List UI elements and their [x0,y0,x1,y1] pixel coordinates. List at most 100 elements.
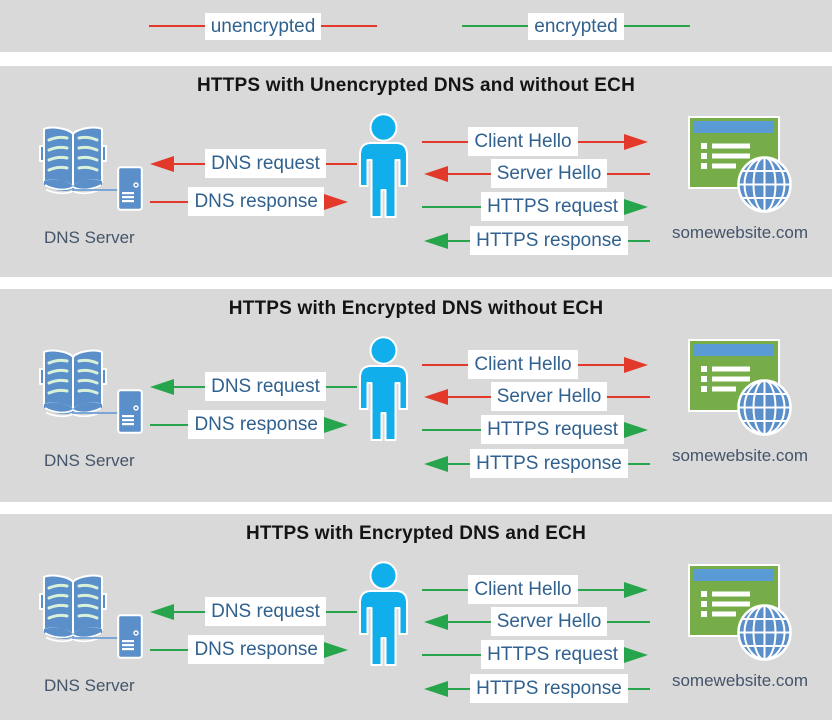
arrow-label: HTTPS request [481,415,624,444]
arrowhead-right-icon [324,416,348,433]
legend-label: encrypted [528,12,624,40]
arrow-dns-request: DNS request [150,372,357,401]
arrow-line [607,172,651,175]
arrow-client-hello: Client Hello [422,127,648,156]
arrowhead-left-icon [424,165,448,182]
arrow-label: Server Hello [490,159,608,188]
arrow-server-hello: Server Hello [424,382,651,411]
dns-server-label: DNS Server [44,228,135,247]
arrow-line [174,162,206,165]
panel-title: HTTPS with Unencrypted DNS and without E… [196,75,635,96]
arrowhead-right-icon [624,581,648,598]
arrow-line [325,610,357,613]
arrow-line [577,588,624,591]
legend-line [149,25,205,27]
panel-encrypted-dns-without-ech: HTTPS with Encrypted DNS without ECH DNS… [0,289,832,502]
arrow-dns-response: DNS response [150,410,348,439]
arrow-https-response: HTTPS response [424,226,651,255]
browser-window-icon [688,116,780,189]
arrowhead-right-icon [624,646,648,663]
user-icon [359,113,408,218]
arrowhead-right-icon [624,198,648,215]
arrowhead-right-icon [324,641,348,658]
arrow-line [422,653,482,656]
user-icon [359,561,408,666]
arrow-line [422,428,482,431]
arrow-label: Client Hello [468,127,578,156]
arrow-line [422,363,469,366]
arrowhead-left-icon [424,232,448,249]
arrow-label: Server Hello [490,382,608,411]
arrow-https-request: HTTPS request [422,640,648,669]
legend-bar: unencrypted encrypted [0,0,832,52]
arrow-line [422,205,482,208]
arrow-line [448,687,471,690]
arrow-label: HTTPS request [481,640,624,669]
globe-icon [737,379,792,436]
arrow-line [150,200,189,203]
arrow-server-hello: Server Hello [424,607,651,636]
dns-server-label: DNS Server [44,676,135,695]
panel-title: HTTPS with Encrypted DNS without ECH [228,298,604,319]
legend-line [321,25,378,27]
arrow-label: Client Hello [468,575,578,604]
arrow-line [577,140,624,143]
arrow-dns-request: DNS request [150,597,357,626]
arrowhead-right-icon [624,356,648,373]
arrow-line [607,620,651,623]
arrow-label: DNS response [188,410,324,439]
arrow-label: Client Hello [468,350,578,379]
arrowhead-left-icon [150,378,174,395]
arrow-line [627,462,651,465]
dns-book-icon [39,574,107,643]
arrowhead-left-icon [424,455,448,472]
website-label: somewebsite.com [671,671,809,690]
arrow-label: HTTPS response [470,449,628,478]
globe-icon [737,156,792,213]
arrow-line [150,423,189,426]
dns-server-icon [117,614,143,659]
book-server-connector-line [72,412,119,414]
arrow-dns-response: DNS response [150,635,348,664]
dns-server-icon [117,166,143,211]
arrow-dns-request: DNS request [150,149,357,178]
arrow-label: DNS request [205,597,326,626]
panel-unencrypted-dns-without-ech: HTTPS with Unencrypted DNS and without E… [0,66,832,277]
legend-item-encrypted: encrypted [462,12,691,40]
arrow-label: HTTPS response [470,674,628,703]
dns-book-icon [39,349,107,418]
panel-encrypted-dns-and-ech: HTTPS with Encrypted DNS and ECH DNS Ser… [0,514,832,720]
arrow-line [448,395,491,398]
website-label: somewebsite.com [671,446,809,465]
book-server-connector-line [72,189,119,191]
arrow-https-request: HTTPS request [422,192,648,221]
user-icon [359,336,408,441]
arrow-label: HTTPS response [470,226,628,255]
arrow-client-hello: Client Hello [422,350,648,379]
arrow-line [627,687,651,690]
arrow-https-request: HTTPS request [422,415,648,444]
legend-line [623,25,691,27]
arrowhead-right-icon [624,421,648,438]
arrowhead-left-icon [424,613,448,630]
website-label: somewebsite.com [671,223,809,242]
arrow-line [607,395,651,398]
legend-line [462,25,529,27]
arrow-line [448,239,471,242]
arrowhead-right-icon [324,193,348,210]
arrow-line [174,385,206,388]
arrowhead-left-icon [424,680,448,697]
arrow-label: HTTPS request [481,192,624,221]
arrow-line [627,239,651,242]
panel-title: HTTPS with Encrypted DNS and ECH [246,523,586,544]
arrowhead-left-icon [150,603,174,620]
arrow-label: DNS request [205,149,326,178]
arrow-line [422,140,469,143]
arrow-line [448,620,491,623]
book-server-connector-line [72,637,119,639]
arrow-line [577,363,624,366]
arrow-line [448,172,491,175]
legend-label: unencrypted [204,12,322,40]
arrow-https-response: HTTPS response [424,449,651,478]
browser-window-icon [688,339,780,412]
